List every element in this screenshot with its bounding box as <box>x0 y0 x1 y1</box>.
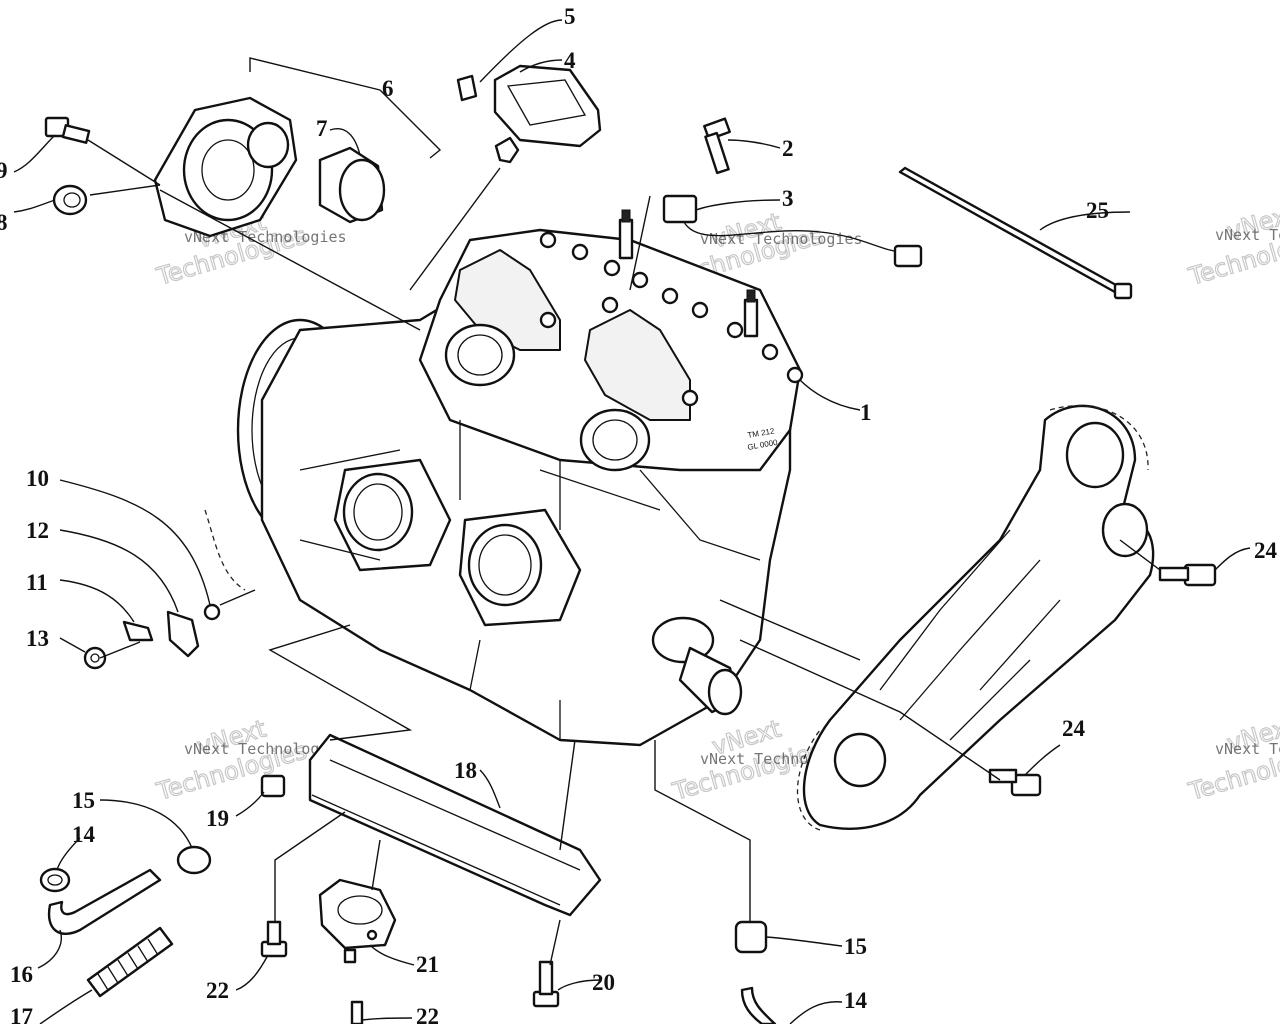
callout-19: 19 <box>206 806 229 831</box>
watermark-lower-right: vNext Technologies vNext Technologies <box>1184 711 1280 807</box>
part-18-mounting-plate <box>308 733 602 917</box>
intake-ports <box>333 458 582 627</box>
part-3-sensor <box>662 194 923 268</box>
callout-7: 7 <box>316 116 328 141</box>
part-15-fitting-left <box>176 845 212 875</box>
svg-text:vNext Technologies: vNext Technologies <box>1215 226 1280 244</box>
callout-18: 18 <box>454 758 477 783</box>
ground-wire <box>204 509 246 591</box>
callout-16: 16 <box>10 962 33 987</box>
cylinder-head-right <box>584 309 691 421</box>
svg-text:vNext Technologies: vNext Technologies <box>700 230 863 248</box>
svg-text:vNext Technologies: vNext Technologies <box>184 740 347 758</box>
part-15-fitting-right <box>734 920 768 954</box>
part-21-engine-mount <box>318 878 397 964</box>
part-20-bolt <box>532 960 560 1008</box>
part-11-clamp <box>122 620 154 642</box>
callout-24-lower: 24 <box>1062 716 1086 741</box>
watermark-right: vNext Technologies vNext Technologies <box>1184 199 1280 292</box>
part-2-bolt <box>703 117 731 175</box>
part-9-bolt <box>44 116 91 144</box>
svg-text:vNext Technologies: vNext Technologies <box>1215 740 1280 758</box>
part-7-pulley <box>318 146 386 224</box>
part-14-hose-clamp-left <box>39 867 71 893</box>
part-5-clip <box>456 74 478 102</box>
part-8-bushing <box>52 184 88 216</box>
callout-22-left: 22 <box>206 978 229 1003</box>
part-17-spring <box>86 926 174 998</box>
callout-11: 11 <box>26 570 48 595</box>
exhaust-ports <box>444 323 651 472</box>
callout-25: 25 <box>1086 198 1109 223</box>
part-25-tie-strap <box>898 166 1133 300</box>
part-10-washer <box>203 603 221 621</box>
callout-14-left: 14 <box>72 822 96 847</box>
callout-24-right: 24 <box>1254 538 1278 563</box>
callout-6: 6 <box>382 76 394 101</box>
part-24-bolt-b <box>988 768 1042 797</box>
spark-plugs <box>618 209 759 338</box>
callout-1: 1 <box>860 400 872 425</box>
part-4-starter-handle <box>493 64 602 164</box>
engine-block: TM 212 GL 0000 <box>236 209 804 747</box>
callout-3: 3 <box>782 186 794 211</box>
part-6-recoil-housing <box>153 96 298 238</box>
callout-8: 8 <box>0 210 8 235</box>
callout-15-right: 15 <box>844 934 867 959</box>
callout-20: 20 <box>592 970 615 995</box>
callout-5: 5 <box>564 4 576 29</box>
leader-lines <box>13 19 1251 1024</box>
part-22-bolt-b <box>350 1000 364 1024</box>
output-shaft <box>651 616 743 716</box>
callout-labels: 1 2 3 4 5 6 7 8 9 10 11 12 13 14 14 15 1… <box>0 4 1278 1024</box>
callout-22-bottom: 22 <box>416 1004 439 1024</box>
callout-15-left: 15 <box>72 788 95 813</box>
callout-12: 12 <box>26 518 49 543</box>
callout-13: 13 <box>26 626 49 651</box>
callout-17: 17 <box>10 1004 33 1024</box>
callout-2: 2 <box>782 136 794 161</box>
part-14-hose-right <box>740 986 777 1024</box>
callout-9: 9 <box>0 158 8 183</box>
part-24-engine-bracket <box>796 404 1155 831</box>
part-12-clamp <box>166 610 200 658</box>
part-22-bolt-a <box>260 920 288 958</box>
callout-4: 4 <box>564 48 576 73</box>
head-bolts <box>539 231 804 407</box>
callout-21: 21 <box>416 952 439 977</box>
callout-14-right: 14 <box>844 988 868 1013</box>
part-19-nut <box>260 774 286 798</box>
part-13-nut <box>83 646 107 670</box>
callout-10: 10 <box>26 466 49 491</box>
part-24-bolt-a <box>1158 563 1217 587</box>
part-16-hose-left <box>47 868 162 935</box>
